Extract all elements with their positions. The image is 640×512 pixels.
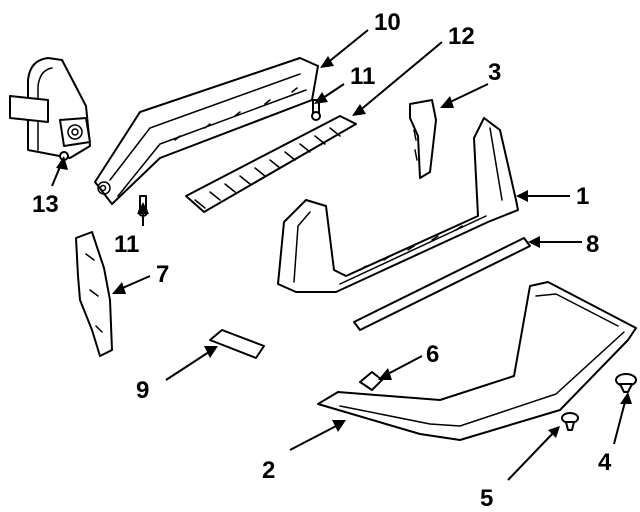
callout-3: 3 bbox=[488, 59, 501, 86]
side-bracket bbox=[409, 99, 437, 179]
push-pin bbox=[615, 373, 637, 393]
callout-11-upper: 11 bbox=[350, 63, 375, 90]
callout-4: 4 bbox=[598, 449, 612, 476]
callout-7: 7 bbox=[156, 261, 169, 288]
molding-strip bbox=[353, 237, 531, 331]
callout-10: 10 bbox=[374, 9, 401, 36]
frame-bracket bbox=[9, 57, 91, 161]
callout-1: 1 bbox=[576, 183, 589, 210]
callout-2: 2 bbox=[262, 457, 275, 484]
left-bracket bbox=[75, 231, 113, 357]
clip bbox=[359, 371, 383, 391]
callout-11-lower: 11 bbox=[114, 231, 139, 258]
fastener bbox=[561, 412, 579, 431]
energy-absorber bbox=[185, 115, 357, 213]
small-pad bbox=[209, 329, 265, 359]
callout-8: 8 bbox=[586, 231, 599, 258]
lower-valance bbox=[317, 281, 637, 441]
leader-lines bbox=[51, 29, 632, 481]
callout-12: 12 bbox=[448, 23, 475, 50]
callout-9: 9 bbox=[136, 377, 149, 404]
callout-6: 6 bbox=[426, 341, 439, 368]
callout-5: 5 bbox=[480, 485, 493, 512]
callout-13: 13 bbox=[32, 191, 59, 218]
bumper-cover bbox=[277, 117, 519, 293]
impact-bar bbox=[94, 57, 319, 205]
